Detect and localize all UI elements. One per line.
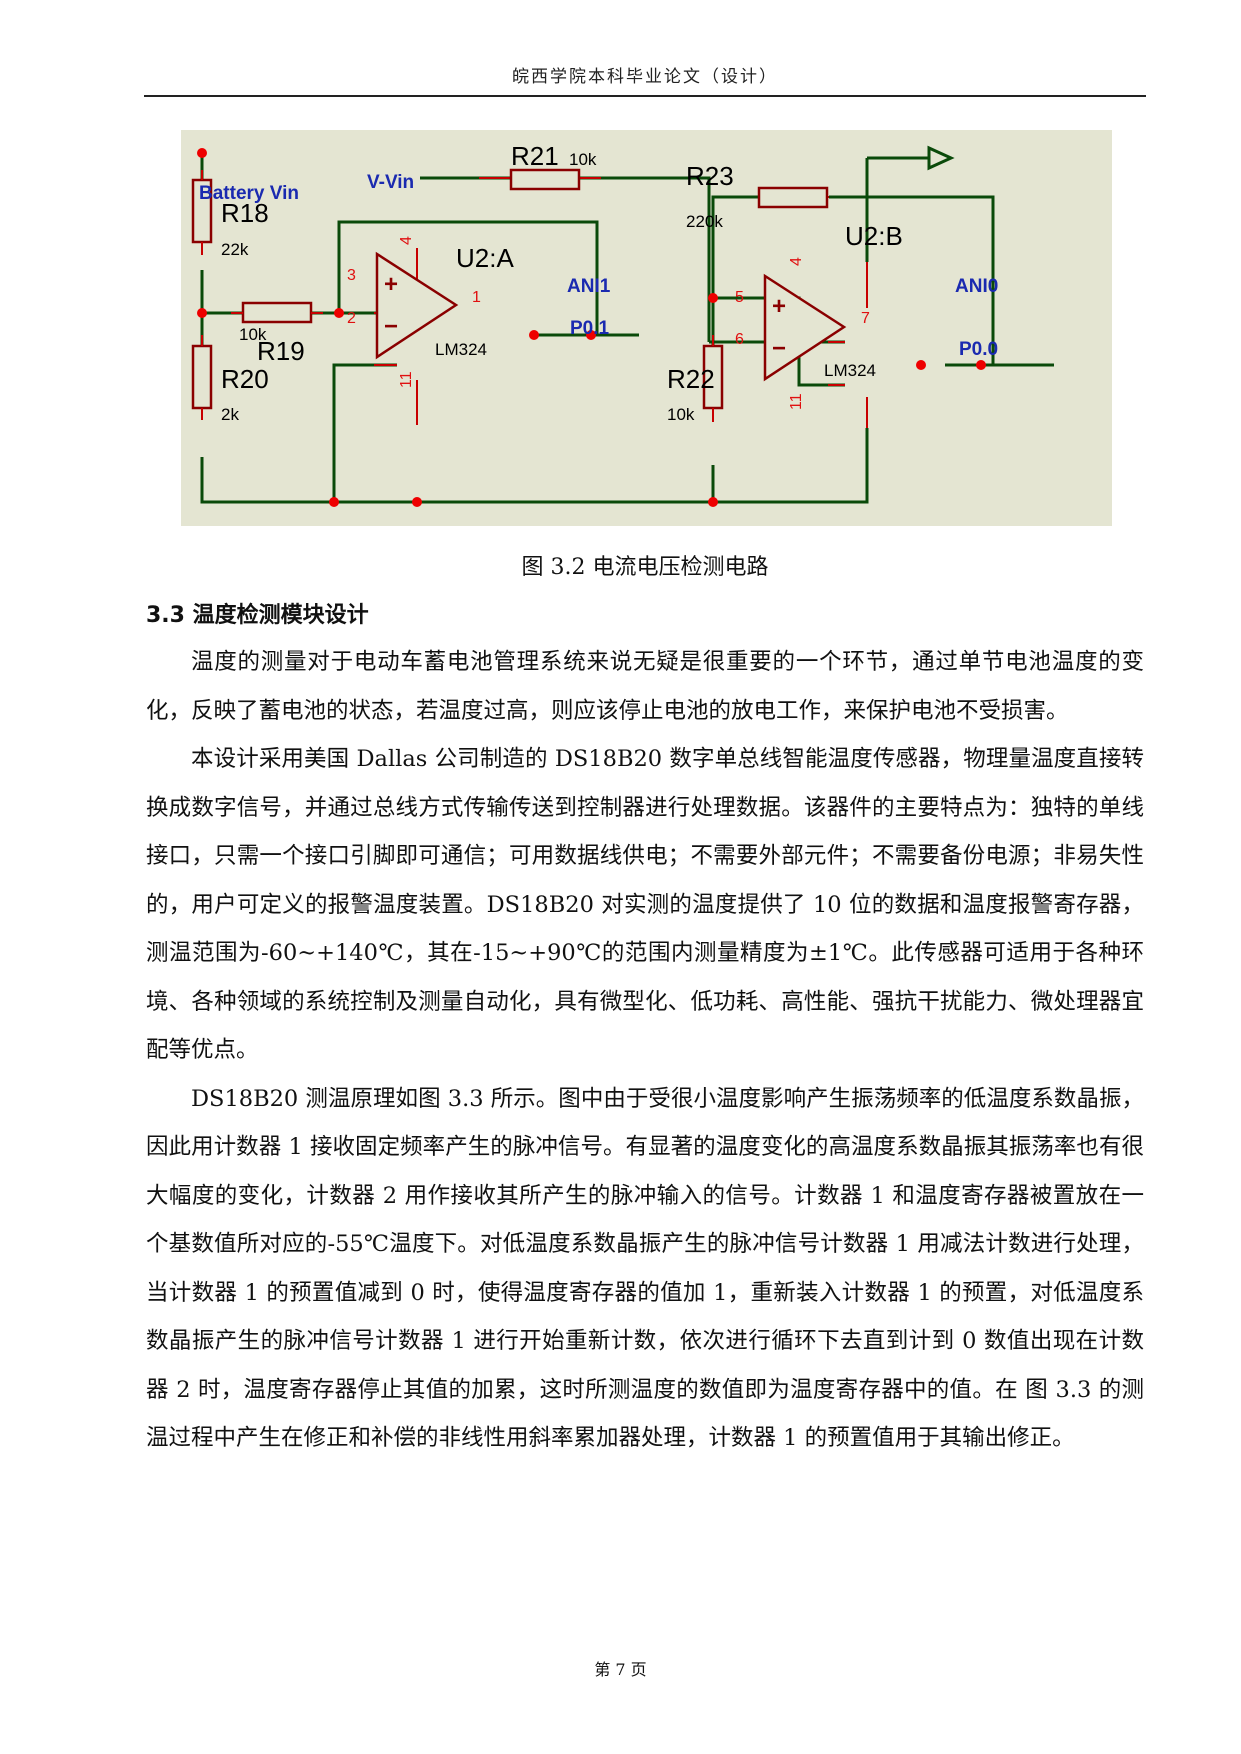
output-arrow-triangle bbox=[927, 145, 955, 171]
label-r23-value: 220k bbox=[686, 212, 723, 231]
paragraph: 本设计采用美国 Dallas 公司制造的 DS18B20 数字单总线智能温度传感… bbox=[146, 746, 1144, 1063]
label-p01: P0.1 bbox=[570, 318, 610, 339]
label-r19-value: 10k bbox=[239, 325, 267, 344]
node bbox=[329, 497, 339, 507]
pin-b7: 7 bbox=[861, 310, 870, 327]
label-u2a-part: LM324 bbox=[435, 340, 487, 359]
resistor-r21 bbox=[509, 168, 581, 191]
node bbox=[976, 360, 986, 370]
label-v-vin: V-Vin bbox=[367, 172, 414, 193]
label-u2a-name: U2:A bbox=[456, 243, 514, 273]
node bbox=[916, 360, 926, 370]
label-ani1: ANI1 bbox=[567, 276, 611, 297]
pin-b11: 11 bbox=[788, 393, 805, 410]
section-title: 3.3 温度检测模块设计 bbox=[146, 603, 369, 628]
label-r21-name: R21 bbox=[511, 141, 559, 171]
opamp-u2b bbox=[763, 273, 847, 382]
node bbox=[529, 330, 539, 340]
pin-a2: 2 bbox=[347, 310, 356, 327]
node bbox=[412, 497, 422, 507]
pin-a11: 11 bbox=[398, 371, 415, 388]
label-r18-name: R18 bbox=[221, 198, 269, 228]
junction-nodes bbox=[197, 148, 986, 507]
label-r20-name: R20 bbox=[221, 364, 269, 394]
label-r22-value: 10k bbox=[667, 405, 695, 424]
figure-background bbox=[181, 130, 1112, 526]
pin-numbers: 3 2 1 4 11 5 6 7 4 11 bbox=[347, 236, 870, 410]
label-r18-value: 22k bbox=[221, 240, 249, 259]
label-r21-value: 10k bbox=[569, 150, 597, 169]
pin-b5: 5 bbox=[735, 289, 744, 306]
resistor-lead-stubs bbox=[201, 170, 714, 422]
resistor-r19 bbox=[241, 301, 313, 324]
label-battery-vin: Battery Vin bbox=[199, 183, 299, 204]
pin-b4: 4 bbox=[788, 257, 805, 266]
label-r20-value: 2k bbox=[221, 405, 239, 424]
paragraph: DS18B20 测温原理如图 3.3 所示。图中由于受很小温度影响产生振荡频率的… bbox=[146, 1085, 1144, 1452]
figure-caption: 图 3.2 电流电压检测电路 bbox=[521, 555, 769, 580]
header-rule bbox=[144, 95, 1146, 97]
node bbox=[586, 330, 596, 340]
label-u2b-name: U2:B bbox=[845, 221, 903, 251]
node bbox=[197, 308, 207, 318]
label-r19-name: R19 bbox=[257, 336, 305, 366]
label-p00: P0.0 bbox=[959, 339, 998, 360]
label-r23-name: R23 bbox=[686, 161, 734, 191]
pin-a4: 4 bbox=[398, 236, 415, 245]
pin-b6: 6 bbox=[735, 331, 744, 348]
body-text: 温度的测量对于电动车蓄电池管理系统来说无疑是很重要的一个环节，通过单节电池温度的… bbox=[146, 638, 1144, 1463]
paragraph: 温度的测量对于电动车蓄电池管理系统来说无疑是很重要的一个环节，通过单节电池温度的… bbox=[146, 649, 1144, 724]
resistor-r23 bbox=[757, 186, 829, 209]
resistor-r20 bbox=[191, 344, 213, 410]
node bbox=[708, 497, 718, 507]
node bbox=[334, 308, 344, 318]
u2a-plus-sign: + bbox=[384, 271, 398, 298]
opamp-u2a bbox=[375, 251, 459, 360]
u2b-minus-sign: − bbox=[772, 335, 786, 362]
page-number: 第 7 页 bbox=[594, 1660, 647, 1679]
label-r22-name: R22 bbox=[667, 364, 715, 394]
u2b-plus-sign: + bbox=[772, 293, 786, 320]
u2a-minus-sign: − bbox=[384, 313, 398, 340]
label-ani0: ANI0 bbox=[955, 276, 998, 297]
running-header: 皖西学院本科毕业论文（设计） bbox=[512, 67, 778, 87]
pin-a1: 1 bbox=[472, 289, 481, 306]
label-u2b-part: LM324 bbox=[824, 361, 876, 380]
pin-a3: 3 bbox=[347, 267, 356, 284]
node bbox=[708, 293, 718, 303]
node bbox=[197, 148, 207, 158]
circuit-figure: Battery Vin V-Vin R18 22k 10k R19 R20 2k… bbox=[181, 130, 1112, 526]
